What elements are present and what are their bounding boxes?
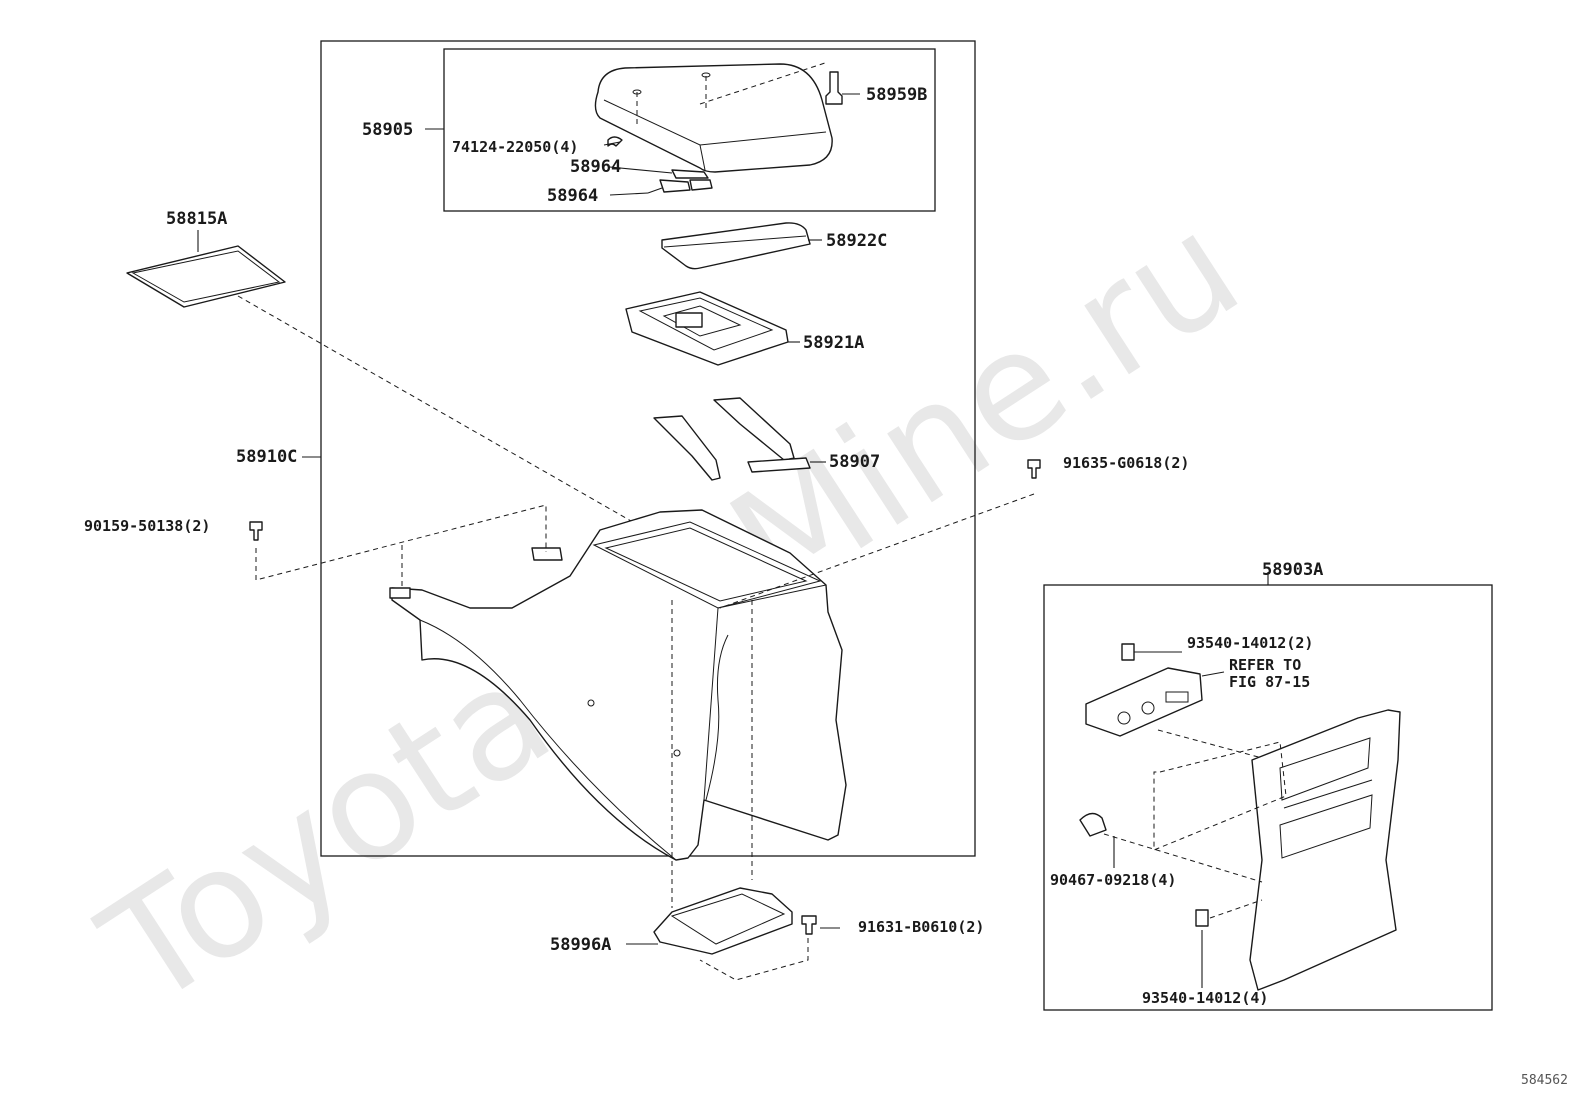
console-assembly-frame: [320, 40, 976, 857]
armrest-subassembly-frame: [443, 48, 936, 212]
label-refer-to: REFER TO: [1229, 656, 1301, 674]
leader-74124: [603, 141, 621, 146]
rear-panel-58903A: [1249, 709, 1401, 991]
figure-id: 584562: [1521, 1073, 1568, 1088]
clip-90467-09218: [1079, 812, 1115, 868]
label-58964-lower: 58964: [547, 186, 598, 206]
switch-module: [1085, 667, 1225, 737]
label-58815A: 58815A: [166, 209, 227, 229]
label-93540-14012-upper: 93540-14012(2): [1187, 634, 1313, 652]
dash-lid-bolt: [699, 61, 829, 105]
bolt-93540-14012-upper: [1121, 643, 1182, 661]
label-58964-upper: 58964: [570, 157, 621, 177]
dash-91631: [699, 938, 809, 981]
dash-91635: [719, 493, 1035, 609]
bolt-58959B: [825, 71, 860, 105]
bolt-93540-14012-lower: [1195, 909, 1209, 988]
tray-58922C: [661, 222, 822, 270]
label-74124-22050: 74124-22050(4): [452, 138, 578, 156]
hinge-58964-upper: [609, 166, 709, 179]
console-mat-58815A: [126, 230, 286, 308]
dash-panel-1: [1157, 729, 1263, 759]
label-58921A: 58921A: [803, 333, 864, 353]
label-58959B: 58959B: [866, 85, 927, 105]
dash-90159: [255, 504, 547, 581]
label-93540-14012-lower: 93540-14012(4): [1142, 989, 1268, 1007]
armrest-lid-58905: [594, 63, 833, 173]
label-refer-fig: FIG 87-15: [1229, 673, 1310, 691]
label-91631-B0610: 91631-B0610(2): [858, 918, 984, 936]
label-58910C: 58910C: [236, 447, 297, 467]
dash-clip: [1103, 833, 1263, 883]
dash-lower-bolt: [1209, 899, 1263, 919]
box-58921A: [625, 291, 800, 366]
label-58903A: 58903A: [1262, 560, 1323, 580]
label-90159-50138: 90159-50138(2): [84, 517, 210, 535]
bolt-91635-G0618: [1027, 459, 1041, 479]
console-body-58910C: [302, 456, 847, 861]
label-58907: 58907: [829, 452, 880, 472]
bolt-90159-50138: [249, 521, 263, 541]
label-58905: 58905: [362, 120, 413, 140]
bracket-58996A: [626, 887, 793, 955]
dash-mat-console: [237, 295, 653, 534]
slide-rail-58907: [653, 397, 826, 481]
dash-panel-2: [1153, 741, 1287, 851]
label-58922C: 58922C: [826, 231, 887, 251]
label-58996A: 58996A: [550, 935, 611, 955]
bolt-91631-B0610: [801, 915, 840, 935]
hinge-58964-lower: [609, 179, 713, 196]
label-91635-G0618: 91635-G0618(2): [1063, 454, 1189, 472]
label-90467-09218: 90467-09218(4): [1050, 871, 1176, 889]
